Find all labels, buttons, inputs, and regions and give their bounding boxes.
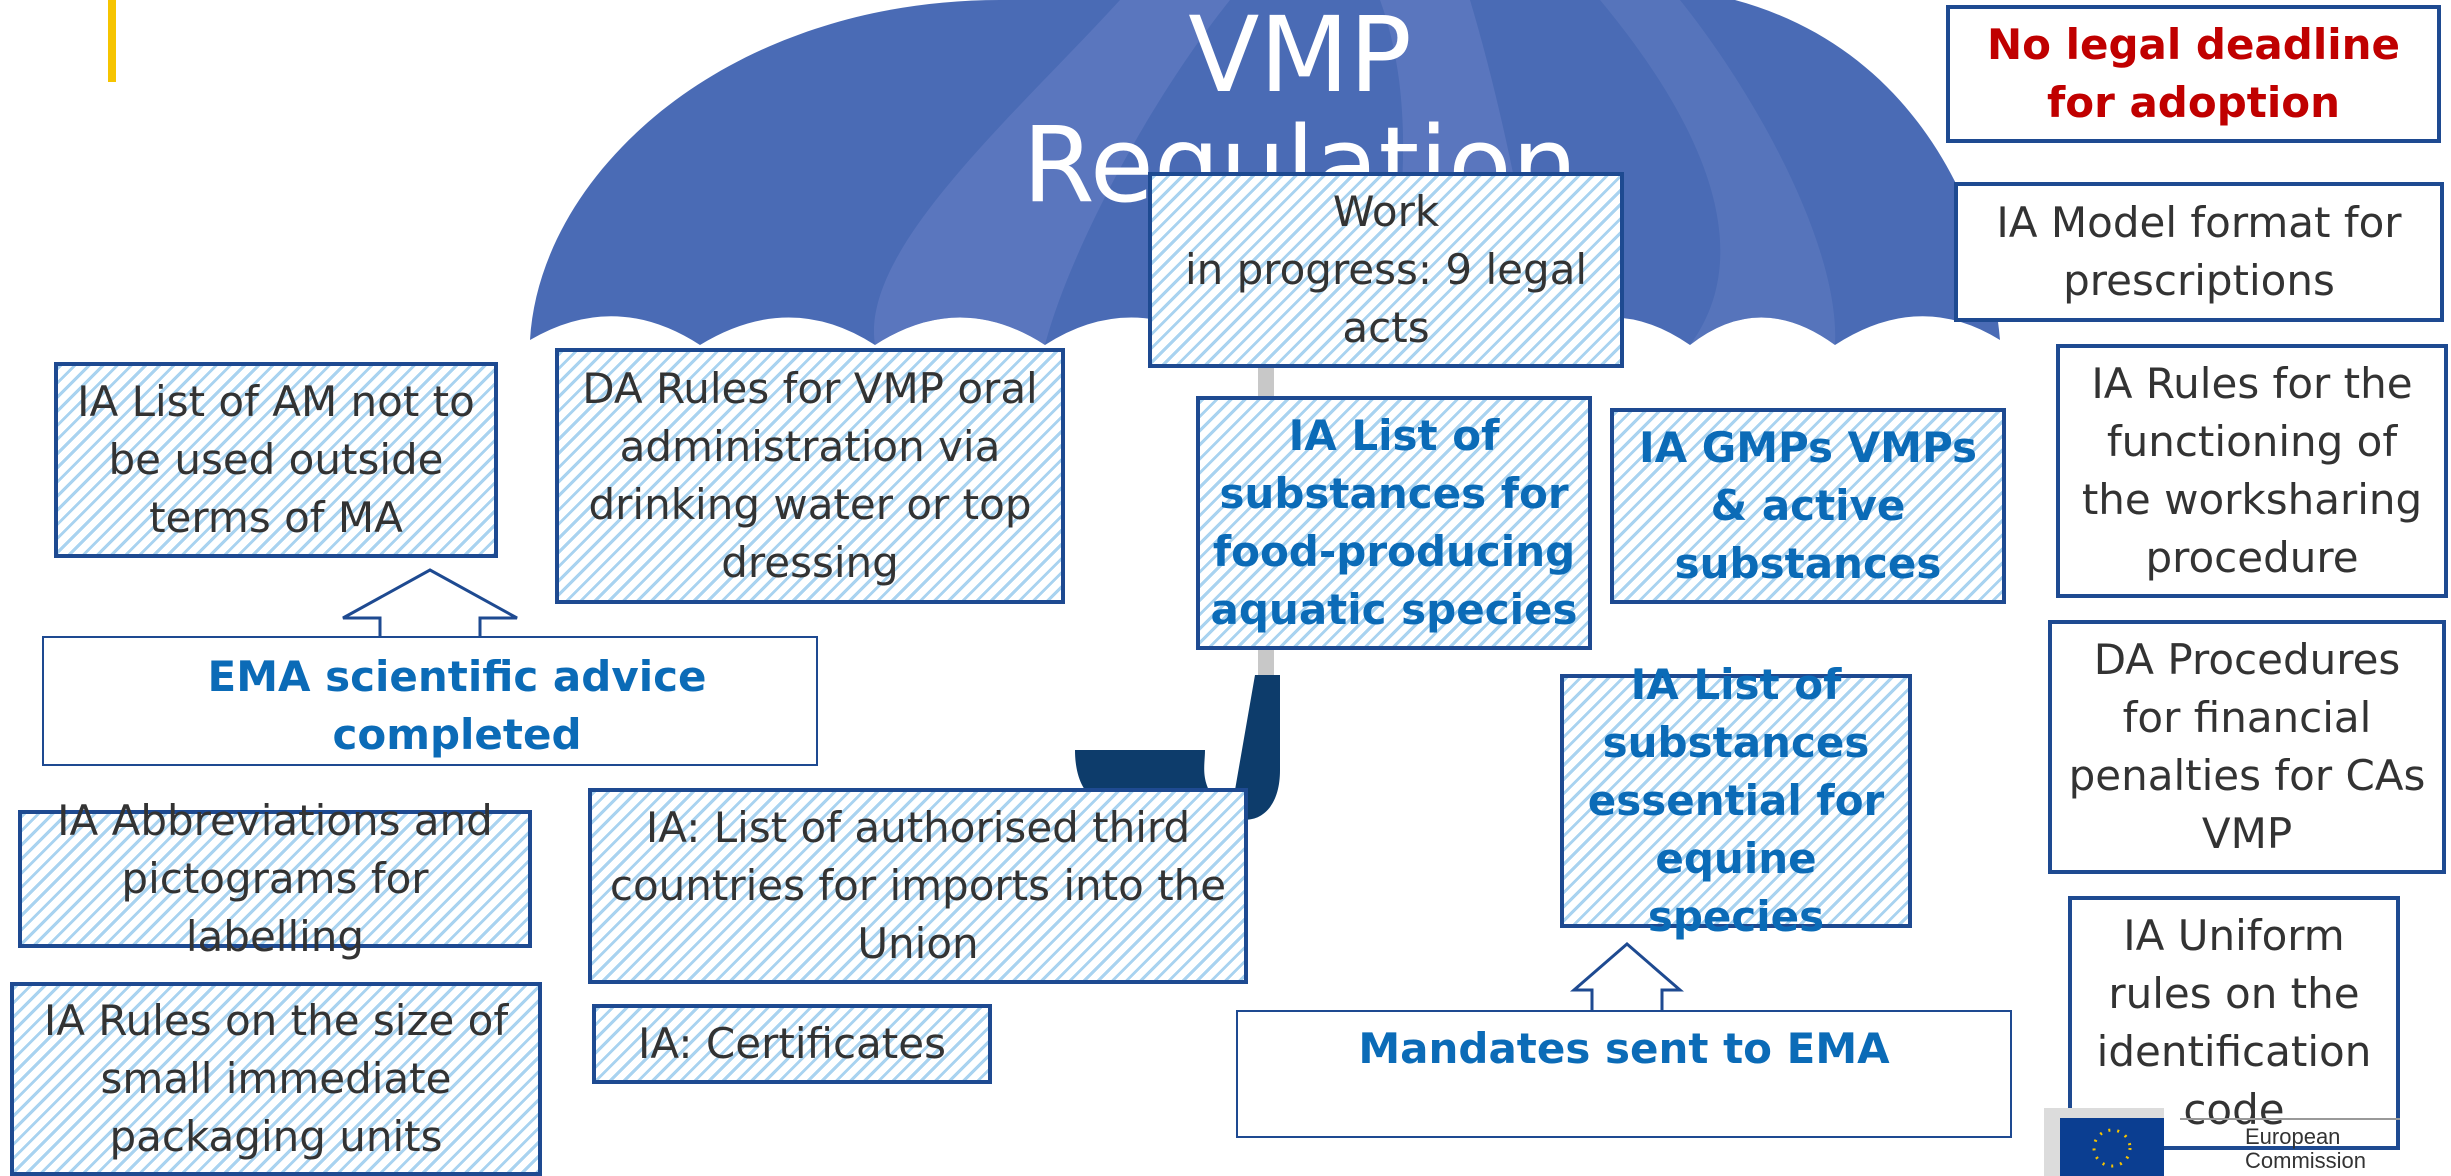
- ema-advice-callout: EMA scientific advice completed: [42, 636, 818, 766]
- ia-am-list-box: IA List of AM not to be used outside ter…: [54, 362, 498, 558]
- ia-aquatic-species-box: IA List of substances for food-producing…: [1196, 396, 1592, 650]
- deadline-note: No legal deadline for adoption: [1946, 5, 2441, 143]
- eu-commission-logo-text: European Commission: [2245, 1125, 2366, 1173]
- logo-line-2: Commission: [2245, 1148, 2367, 1173]
- umbrella-panel: [1600, 0, 1836, 345]
- da-penalties-box: DA Procedures for financial penalties fo…: [2048, 620, 2446, 874]
- mandates-callout: Mandates sent to EMA: [1236, 1010, 2012, 1138]
- ia-worksharing-box: IA Rules for the functioning of the work…: [2056, 344, 2448, 598]
- ia-prescriptions-box: IA Model format for prescriptions: [1954, 182, 2444, 322]
- umbrella-handle: [1075, 675, 1280, 820]
- accent-bar: [108, 0, 116, 82]
- umbrella-panel: [873, 0, 1230, 345]
- ia-abbreviations-box: IA Abbreviations and pictograms for labe…: [18, 796, 532, 961]
- ia-identification-box: IA Uniform rules on the identification c…: [2068, 896, 2400, 1150]
- ia-equine-species-box: IA List of substances essential for equi…: [1560, 660, 1912, 941]
- da-oral-admin-box: DA Rules for VMP oral administration via…: [555, 348, 1065, 604]
- logo-line-1: European: [2245, 1124, 2341, 1149]
- ia-certificates-box: IA: Certificates: [592, 1004, 992, 1084]
- ia-size-packaging-box: IA Rules on the size of small immediate …: [10, 982, 542, 1176]
- work-in-progress-box: Work in progress: 9 legal acts: [1148, 172, 1624, 368]
- ia-gmps-box: IA GMPs VMPs & active substances: [1610, 408, 2006, 604]
- ia-third-countries-box: IA: List of authorised third countries f…: [588, 788, 1248, 984]
